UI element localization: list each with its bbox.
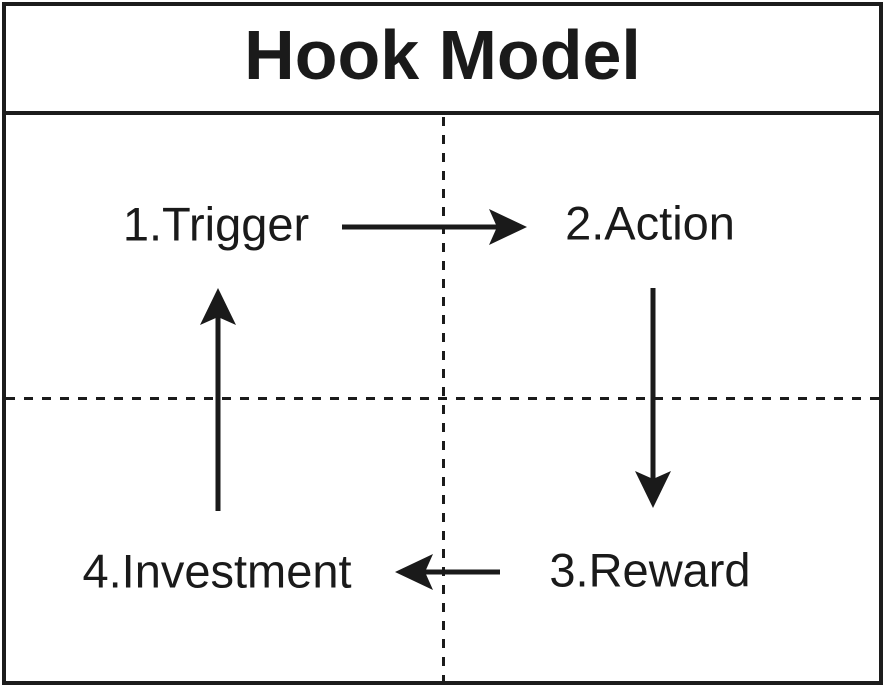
stage-label-action: 2.Action (565, 196, 735, 250)
stage-label-reward: 3.Reward (549, 543, 751, 597)
title-bar: Hook Model (2, 2, 883, 115)
diagram-title: Hook Model (244, 15, 641, 94)
stage-label-trigger: 1.Trigger (122, 197, 310, 251)
stage-label-investment: 4.Investment (82, 544, 352, 598)
